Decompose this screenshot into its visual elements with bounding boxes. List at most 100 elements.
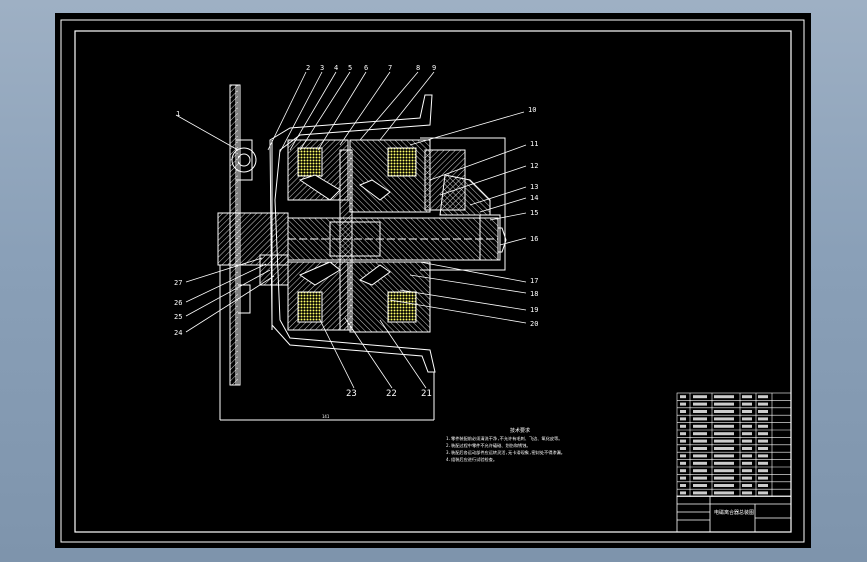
- tech-req-title: 技术要求: [510, 427, 530, 434]
- parts-list-cell-text: [680, 417, 686, 421]
- parts-list-cell-text: [758, 439, 768, 443]
- parts-list-cell-text: [758, 447, 768, 450]
- drawing-sheet: [55, 13, 811, 548]
- balloon-14: 14: [530, 194, 538, 202]
- parts-list-cell-text: [742, 402, 752, 406]
- balloon-23: 23: [346, 389, 357, 399]
- parts-list-cell-text: [693, 447, 707, 450]
- drawing-name: 电磁离合器总装图: [714, 509, 754, 516]
- parts-list-cell-text: [758, 410, 768, 413]
- clutch-section-view: 141: [217, 84, 507, 421]
- parts-list-cell-text: [680, 469, 686, 473]
- balloon-17: 17: [530, 277, 538, 285]
- tech-req-line-1: 1.零件装配前必须清洗干净,不允许有毛刺、飞边、氧化皮等。: [446, 435, 562, 442]
- parts-list-cell-text: [714, 395, 734, 399]
- parts-list-cell-text: [680, 424, 686, 428]
- outer-frame: [60, 19, 805, 543]
- parts-list-cell-text: [693, 461, 707, 465]
- balloon-1: 1: [176, 110, 180, 118]
- parts-list-cell-text: [742, 454, 752, 458]
- parts-list-cell-text: [742, 417, 752, 421]
- parts-list-cell-text: [714, 484, 734, 487]
- parts-list-cell-text: [758, 491, 768, 495]
- parts-list-cell-text: [680, 476, 686, 480]
- parts-list-cell-text: [758, 461, 768, 465]
- balloon-2: 2: [306, 64, 310, 72]
- parts-list-cell-text: [693, 395, 707, 399]
- balloon-27: 27: [174, 279, 182, 287]
- parts-list-cell-text: [758, 417, 768, 421]
- balloon-5: 5: [348, 64, 352, 72]
- balloon-25: 25: [174, 313, 182, 321]
- tech-req-line-3: 3.装配后各运动部件应运转灵活,无卡滞现象,密封处不得渗漏。: [446, 449, 565, 456]
- balloon-20: 20: [530, 320, 538, 328]
- parts-list-cell-text: [742, 461, 752, 465]
- balloon-12: 12: [530, 162, 538, 170]
- parts-list-cell-text: [693, 476, 707, 480]
- parts-list-cell-text: [680, 439, 686, 443]
- parts-list-cell-text: [693, 439, 707, 443]
- parts-list-cell-text: [680, 402, 686, 406]
- balloon-11: 11: [530, 140, 538, 148]
- parts-list-cell-text: [693, 402, 707, 406]
- parts-list-cell-text: [742, 447, 752, 450]
- parts-list-cell-text: [714, 491, 734, 495]
- balloon-26: 26: [174, 299, 182, 307]
- balloon-10: 10: [528, 106, 536, 114]
- parts-list-cell-text: [714, 432, 734, 436]
- parts-list-cell-text: [758, 395, 768, 399]
- parts-list-cell-text: [693, 410, 707, 413]
- parts-list-cell-text: [742, 476, 752, 480]
- balloon-22: 22: [386, 389, 397, 399]
- tech-req-line-2: 2.装配过程中零件不允许磕碰、划伤和锈蚀。: [446, 442, 531, 449]
- parts-list-cell-text: [693, 432, 707, 436]
- tech-req-line-4: 4.组装后应进行试验检查。: [446, 456, 497, 463]
- balloon-15: 15: [530, 209, 538, 217]
- balloon-6: 6: [364, 64, 368, 72]
- parts-list-cell-text: [680, 432, 686, 436]
- parts-list-cell-text: [714, 417, 734, 421]
- balloon-13: 13: [530, 183, 538, 191]
- parts-list-cell-text: [693, 454, 707, 458]
- parts-list-cell-text: [693, 491, 707, 495]
- title-block: 电磁离合器总装图: [676, 495, 792, 533]
- parts-list-cell-text: [758, 469, 768, 473]
- balloon-24: 24: [174, 329, 182, 337]
- parts-list-cell-text: [714, 447, 734, 450]
- parts-list-cell-text: [693, 484, 707, 487]
- parts-list-cell-text: [680, 491, 686, 495]
- balloon-3: 3: [320, 64, 324, 72]
- parts-list-cell-text: [693, 417, 707, 421]
- balloon-7: 7: [388, 64, 392, 72]
- parts-list-cell-text: [758, 476, 768, 480]
- balloon-16: 16: [530, 235, 538, 243]
- parts-list-cell-text: [693, 424, 707, 428]
- balloon-19: 19: [530, 306, 538, 314]
- parts-list-cell-text: [742, 484, 752, 487]
- parts-list-cell-text: [742, 424, 752, 428]
- parts-list-cell-text: [742, 469, 752, 473]
- parts-list-cell-text: [680, 461, 686, 465]
- balloon-8: 8: [416, 64, 420, 72]
- parts-list-cell-text: [758, 432, 768, 436]
- parts-list-table: [676, 392, 792, 497]
- parts-list-cell-text: [742, 432, 752, 436]
- leader-lines: [175, 71, 527, 389]
- parts-list-cell-text: [693, 469, 707, 473]
- technical-requirements: 技术要求 1.零件装配前必须清洗干净,不允许有毛刺、飞边、氧化皮等。 2.装配过…: [446, 427, 565, 463]
- parts-list-cell-text: [742, 410, 752, 413]
- parts-list-cell-text: [742, 395, 752, 399]
- balloon-9: 9: [432, 64, 436, 72]
- parts-list-cell-text: [714, 469, 734, 473]
- balloon-labels: 1 2 3 4 5 6 7 8 9 10 11 12 13 14 15 16 1…: [174, 64, 538, 399]
- parts-list-cell-text: [714, 461, 734, 465]
- parts-list-cell-text: [758, 402, 768, 406]
- parts-list-cell-text: [714, 476, 734, 480]
- parts-list-cell-text: [742, 439, 752, 443]
- parts-list-cell-text: [758, 424, 768, 428]
- parts-list-cell-text: [680, 395, 686, 399]
- parts-list-cell-text: [714, 402, 734, 406]
- balloon-21: 21: [421, 389, 432, 399]
- inner-frame: [74, 30, 792, 533]
